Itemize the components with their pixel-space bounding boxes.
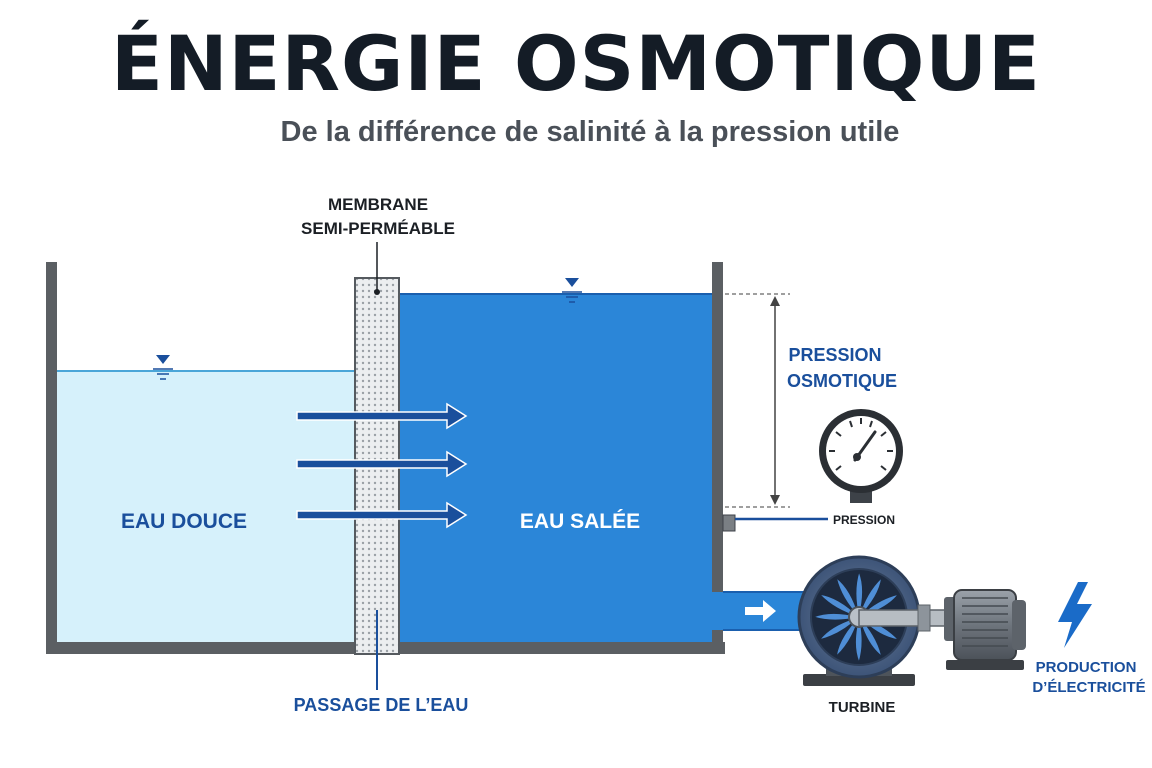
flow-arrow-icon	[296, 450, 468, 478]
flow-arrow-icon	[296, 501, 468, 529]
page-title: ÉNERGIE OSMOTIQUE	[111, 19, 1041, 108]
lightning-bolt-icon	[1058, 582, 1092, 648]
osmotic-pressure-label-line1: PRESSION	[788, 345, 881, 365]
membrane-leader-dot	[374, 289, 380, 295]
fresh-water-label: EAU DOUCE	[121, 510, 247, 533]
membrane-label-line1: MEMBRANE	[328, 195, 428, 214]
water-level-icon	[562, 278, 582, 303]
osmotic-pressure-label-line2: OSMOTIQUE	[787, 371, 897, 391]
generator	[944, 589, 1026, 670]
pressure-gauge-icon	[819, 409, 903, 503]
salt-water-label: EAU SALÉE	[520, 510, 640, 533]
flow-arrow-icon	[745, 600, 776, 622]
turbine-label: TURBINE	[829, 699, 896, 716]
page-subtitle: De la différence de salinité à la pressi…	[280, 116, 900, 148]
pressure-dim-arrow-down	[770, 495, 780, 505]
water-passage-label: PASSAGE DE L’EAU	[294, 695, 469, 715]
flow-arrow-icon	[296, 402, 468, 430]
turbine-shaft	[858, 609, 950, 627]
membrane-label-line2: SEMI-PERMÉABLE	[301, 219, 455, 238]
pressure-dim-arrow-up	[770, 296, 780, 306]
electricity-label-line2: D’ÉLECTRICITÉ	[1032, 679, 1145, 696]
water-level-icon	[153, 355, 173, 380]
pressure-tap	[722, 514, 736, 532]
electricity-label-line1: PRODUCTION	[1036, 659, 1137, 676]
pressure-gauge-label: PRESSION	[833, 513, 895, 527]
